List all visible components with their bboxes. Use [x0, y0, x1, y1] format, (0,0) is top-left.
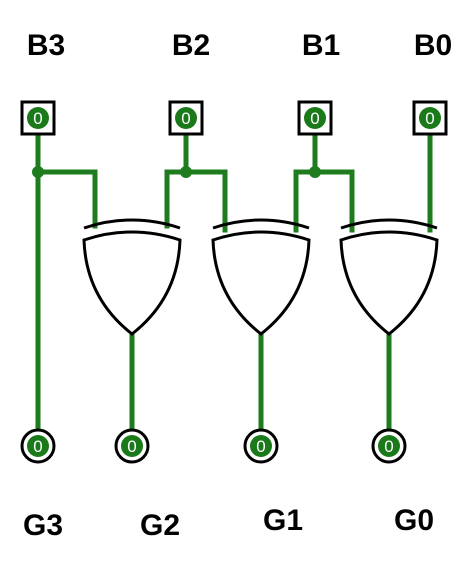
- input-pin-b1[interactable]: 0: [297, 100, 333, 136]
- label-b0: B0: [414, 29, 452, 62]
- pin-dot: [250, 435, 272, 457]
- input-pin-b2[interactable]: 0: [168, 100, 204, 136]
- pin-dot: [27, 107, 49, 129]
- wire-b1-to-xor-g0: [312, 169, 355, 233]
- xor-input-arc: [340, 218, 438, 230]
- pin-value: 0: [33, 437, 42, 456]
- wire-b1-to-xor-g1: [293, 169, 318, 233]
- xor-body: [339, 230, 439, 336]
- pin-value: 0: [33, 109, 42, 128]
- pin-dot: [27, 435, 49, 457]
- pin-value: 0: [181, 109, 190, 128]
- wires: [32, 129, 433, 433]
- label-g0: G0: [394, 504, 434, 537]
- output-pin-g3[interactable]: 0: [20, 428, 56, 464]
- pin-value: 0: [384, 437, 393, 456]
- label-g3: G3: [23, 509, 63, 542]
- xor-body: [211, 230, 311, 336]
- xor-gate-g2[interactable]: [82, 218, 182, 336]
- pin-dot: [378, 435, 400, 457]
- xor-input-arc: [83, 218, 181, 230]
- junction-b3: [32, 166, 44, 178]
- wire-b2-to-xor-g1: [183, 169, 228, 233]
- output-pin-g2[interactable]: 0: [114, 428, 150, 464]
- label-b3: B3: [27, 29, 65, 62]
- label-b1: B1: [302, 29, 340, 62]
- xor-gate-g0[interactable]: [339, 218, 439, 336]
- label-b2: B2: [172, 29, 210, 62]
- pin-dot: [175, 107, 197, 129]
- xor-input-arc: [212, 218, 310, 230]
- wire-b3-to-xor-g2: [35, 169, 98, 229]
- label-g1: G1: [263, 504, 303, 537]
- pin-dot: [121, 435, 143, 457]
- output-pin-g0[interactable]: 0: [371, 428, 407, 464]
- xor-gate-g1[interactable]: [211, 218, 311, 336]
- pin-value: 0: [127, 437, 136, 456]
- input-pin-b3[interactable]: 0: [20, 100, 56, 136]
- pin-value: 0: [256, 437, 265, 456]
- pin-value: 0: [425, 109, 434, 128]
- pin-value: 0: [310, 109, 319, 128]
- junction-b1: [309, 166, 321, 178]
- xor-body: [82, 230, 182, 336]
- wire-b2-to-xor-g2: [164, 169, 189, 229]
- junction-b2: [180, 166, 192, 178]
- pin-dot: [419, 107, 441, 129]
- label-g2: G2: [140, 509, 180, 542]
- input-pin-b0[interactable]: 0: [412, 100, 448, 136]
- pin-dot: [304, 107, 326, 129]
- output-pin-g1[interactable]: 0: [243, 428, 279, 464]
